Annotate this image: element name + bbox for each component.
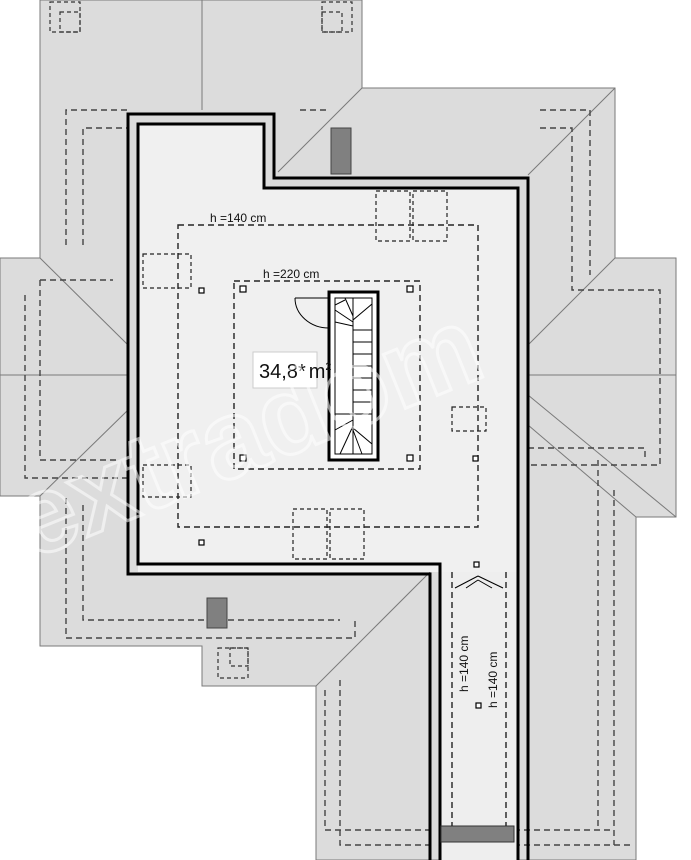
area-label: 34,8*m2 xyxy=(259,361,332,383)
roof-dashed-outlines xyxy=(24,109,661,846)
height-line-220 xyxy=(233,280,421,470)
height-label-passage-a: h =140 cm xyxy=(457,636,471,692)
height-label-outer: h =140 cm xyxy=(210,211,266,225)
attic-room-floor xyxy=(138,124,518,860)
chimney-top xyxy=(330,127,352,175)
corridor-arrows xyxy=(454,575,504,589)
height-line-140 xyxy=(177,224,479,528)
post-markers xyxy=(198,285,482,709)
door-swing xyxy=(294,297,330,329)
height-lines xyxy=(177,224,507,826)
roof-skylights xyxy=(49,1,353,679)
corridor-floor xyxy=(440,572,518,860)
attic-walls xyxy=(126,112,530,860)
roof-windows xyxy=(142,190,487,560)
height-label-passage-b: h =140 cm xyxy=(486,652,500,708)
area-label-box xyxy=(252,351,318,389)
corridor-threshold xyxy=(440,825,515,843)
staircase xyxy=(327,290,380,462)
chimney-left xyxy=(206,597,228,629)
height-label-inner: h =220 cm xyxy=(263,267,319,281)
